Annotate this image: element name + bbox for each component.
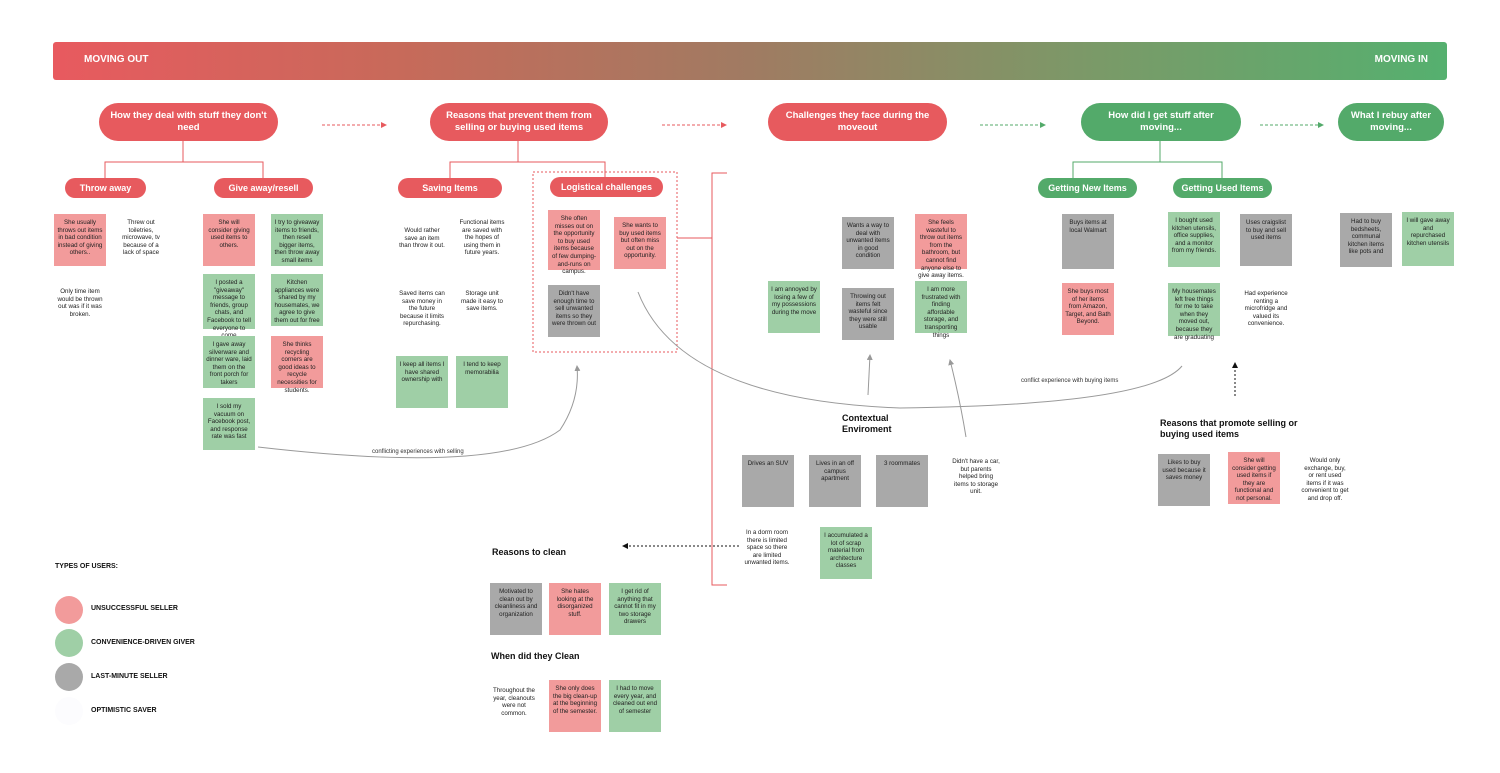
annotation-conflict-buying: conflict experience with buying items: [1021, 378, 1119, 384]
sticky-note: Storage unit made it easy to save items.: [456, 285, 508, 337]
sticky-note: Uses craigslist to buy and sell used ite…: [1240, 214, 1292, 266]
sticky-note: Drives an SUV: [742, 455, 794, 507]
sticky-note: Kitchen appliances were shared by my hou…: [271, 274, 323, 326]
clean-heading: Reasons to clean: [492, 547, 567, 557]
sticky-note: In a dorm room there is limited space so…: [740, 524, 794, 576]
sticky-note: Motivated to clean out by cleanliness an…: [490, 583, 542, 635]
legend-label-last-minute: LAST-MINUTE SELLER: [91, 673, 168, 680]
sticky-note: Wants a way to deal with unwanted items …: [842, 217, 894, 269]
when-clean-heading: When did they Clean: [491, 651, 580, 661]
sticky-note: Likes to buy used because it saves money: [1158, 454, 1210, 506]
legend-label-unsuccessful: UNSUCCESSFUL SELLER: [91, 605, 178, 612]
legend-label-convenience: CONVENIENCE-DRIVEN GIVER: [91, 639, 195, 646]
stage-rebuy: What I rebuy after moving...: [1338, 103, 1444, 141]
sub-give-away: Give away/resell: [214, 178, 313, 198]
stage-prevent-reasons: Reasons that prevent them from selling o…: [430, 103, 608, 141]
stage-challenges: Challenges they face during the moveout: [768, 103, 947, 141]
sticky-note: I get rid of anything that cannot fit in…: [609, 583, 661, 635]
sticky-note: I am more frustrated with finding afford…: [915, 281, 967, 339]
sticky-note: Throwing out items felt wasteful since t…: [842, 288, 894, 340]
sticky-note: My housemates left free things for me to…: [1168, 283, 1220, 341]
sticky-note: She usually throws out items in bad cond…: [54, 214, 106, 266]
sticky-note: Lives in an off campus apartment: [809, 455, 861, 507]
sticky-note: She buys most of her items from Amazon, …: [1062, 283, 1114, 335]
sticky-note: I bought used kitchen utensils, office s…: [1168, 212, 1220, 267]
legend-swatch-unsuccessful: [55, 596, 83, 624]
sticky-note: She wants to buy used items but often mi…: [614, 217, 666, 269]
sticky-note: She often misses out on the opportunity …: [548, 210, 600, 275]
sticky-note: Had experience renting a microfridge and…: [1240, 285, 1292, 337]
context-heading: Contextual Enviroment: [842, 413, 892, 434]
sticky-note: Only time item would be thrown out was i…: [54, 283, 106, 335]
stage-deal-with-stuff: How they deal with stuff they don't need: [99, 103, 278, 141]
sub-new-items: Getting New Items: [1038, 178, 1137, 198]
sticky-note: I sold my vacuum on Facebook post, and r…: [203, 398, 255, 450]
sticky-note: She only does the big clean-up at the be…: [549, 680, 601, 732]
moving-out-label: MOVING OUT: [84, 54, 149, 65]
sticky-note: Threw out toiletries, microwave, tv beca…: [115, 214, 167, 266]
sticky-note: I posted a "giveaway" message to friends…: [203, 274, 255, 339]
sticky-note: Had to buy bedsheets, communal kitchen i…: [1340, 213, 1392, 267]
sticky-note: I tend to keep memorabilia: [456, 356, 508, 408]
moving-in-label: MOVING IN: [1374, 54, 1428, 65]
sticky-note: I had to move every year, and cleaned ou…: [609, 680, 661, 732]
sub-throw-away: Throw away: [65, 178, 146, 198]
sub-logistical: Logistical challenges: [550, 177, 663, 197]
sticky-note: I try to giveaway items to friends, then…: [271, 214, 323, 266]
sticky-note: She hates looking at the disorganized st…: [549, 583, 601, 635]
legend-title: TYPES OF USERS:: [55, 563, 119, 570]
sticky-note: Functional items are saved with the hope…: [456, 214, 508, 266]
legend-swatch-convenience: [55, 629, 83, 657]
sticky-note: I am annoyed by losing a few of my posse…: [768, 281, 820, 333]
sticky-note: I gave away silverware and dinner ware, …: [203, 336, 255, 388]
sticky-note: Didn't have enough time to sell unwanted…: [548, 285, 600, 337]
sticky-note: I will gave away and repurchased kitchen…: [1402, 212, 1454, 266]
promote-heading: Reasons that promote selling or buying u…: [1160, 418, 1298, 439]
sticky-note: Throughout the year, cleanouts were not …: [488, 682, 540, 734]
sub-used-items: Getting Used Items: [1173, 178, 1272, 198]
sticky-note: She thinks recycling corners are good id…: [271, 336, 323, 394]
legend-swatch-last-minute: [55, 663, 83, 691]
sticky-note: Saved items can save money in the future…: [396, 285, 448, 337]
legend-label-optimistic: OPTIMISTIC SAVER: [91, 707, 157, 714]
sticky-note: She will consider getting used items if …: [1228, 452, 1280, 504]
sticky-note: Didn't have a car, but parents helped br…: [949, 453, 1003, 505]
sticky-note: She feels wasteful to throw out items fr…: [915, 214, 967, 279]
sticky-note: I accumulated a lot of scrap material fr…: [820, 527, 872, 579]
sticky-note: Would rather save an item than throw it …: [396, 222, 448, 274]
sticky-note: 3 roommates: [876, 455, 928, 507]
legend-swatch-optimistic: [55, 697, 83, 725]
sticky-note: I keep all items I have shared ownership…: [396, 356, 448, 408]
sticky-note: She will consider giving used items to o…: [203, 214, 255, 266]
stage-get-stuff: How did I get stuff after moving...: [1081, 103, 1241, 141]
sticky-note: Would only exchange, buy, or rent used i…: [1298, 452, 1352, 504]
annotation-conflict-selling: conflicting experiences with selling: [372, 449, 464, 455]
timeline-bar: MOVING OUT MOVING IN: [53, 42, 1447, 80]
sub-saving-items: Saving Items: [398, 178, 502, 198]
sticky-note: Buys items at local Walmart: [1062, 214, 1114, 269]
